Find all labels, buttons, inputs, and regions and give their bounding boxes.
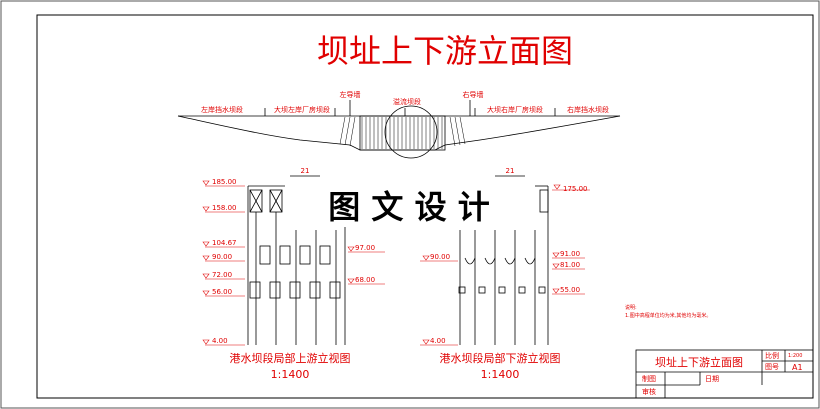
watermark-background: [300, 183, 518, 227]
level-158: 158.00: [212, 204, 237, 212]
downstream-dimension: 21: [506, 167, 515, 175]
downstream-caption: 港水坝段局部下游立视图: [440, 351, 561, 365]
spillway-detail-circle: [384, 105, 438, 159]
level-90-downstream: 90.00: [430, 253, 450, 261]
level-104-67: 104.67: [212, 239, 237, 247]
level-91: 91.00: [560, 250, 580, 258]
label-right-bank-segment: 右岸挡水坝段: [567, 105, 609, 114]
level-175: 175.00: [563, 185, 588, 193]
label-right-powerhouse-segment: 大坝右岸厂房坝段: [487, 105, 543, 114]
level-90: 90.00: [212, 253, 232, 261]
title-block-date-label: 日期: [705, 375, 719, 383]
level-185: 185.00: [212, 178, 237, 186]
label-right-guide-wall: 右导墙: [463, 90, 484, 99]
title-block-scale-label: 比例: [765, 351, 779, 360]
title-block-drawing-name: 坝址上下游立面图: [655, 355, 743, 369]
level-68: 68.00: [355, 276, 375, 284]
level-56: 56.00: [212, 288, 232, 296]
upstream-view: 185.00 158.00 104.67 90.00 72.00 56.00 4…: [202, 167, 385, 381]
title-block-sheet-value: A1: [792, 363, 803, 372]
upstream-scale: 1:1400: [271, 368, 310, 381]
level-81: 81.00: [560, 261, 580, 269]
label-left-bank-segment: 左岸挡水坝段: [201, 105, 243, 114]
title-block-checked-label: 审核: [642, 387, 656, 396]
label-left-guide-wall: 左导墙: [340, 90, 361, 99]
level-4-upstream: 4.00: [212, 337, 228, 345]
dam-cross-section: [177, 100, 621, 159]
drawing-title: 坝址上下游立面图: [317, 32, 573, 70]
upstream-dimension: 21: [301, 167, 310, 175]
label-spillway-segment: 溢流坝段: [393, 97, 421, 106]
title-block-scale-value: 1:200: [788, 353, 802, 359]
downstream-view: 175.00 90.00 91.00 81.00 55.00 4.00 21 港…: [420, 167, 590, 381]
downstream-scale: 1:1400: [481, 368, 520, 381]
label-left-powerhouse-segment: 大坝左岸厂房坝段: [274, 105, 330, 114]
level-55: 55.00: [560, 286, 580, 294]
title-block: [635, 349, 814, 399]
title-block-drawn-label: 制图: [642, 374, 656, 383]
upstream-caption: 港水坝段局部上游立视图: [230, 351, 351, 365]
level-97: 97.00: [355, 244, 375, 252]
notes-heading: 说明:: [625, 304, 637, 311]
level-4-downstream: 4.00: [430, 337, 446, 345]
title-block-sheet-label: 图号: [765, 363, 779, 371]
watermark-text: 图 文 设 计: [328, 188, 489, 226]
drawing-frame: [36, 14, 814, 399]
notes-line-1: 1.图中高程单位均为米,其他均为毫米。: [625, 312, 711, 319]
level-72: 72.00: [212, 271, 232, 279]
